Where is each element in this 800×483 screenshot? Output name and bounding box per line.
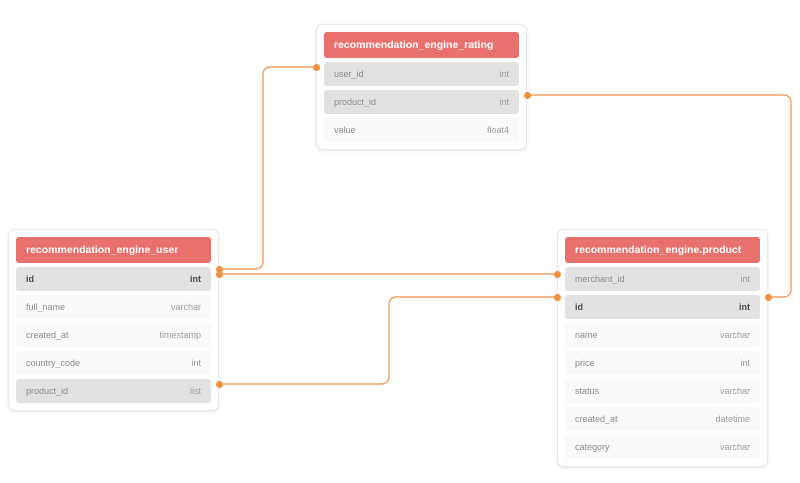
column-type: int <box>191 358 201 368</box>
column-row[interactable]: status varchar <box>565 379 760 403</box>
column-name: full_name <box>26 302 66 312</box>
column-row[interactable]: user_id int <box>324 62 519 86</box>
column-name: country_code <box>26 358 81 368</box>
connector-port[interactable] <box>312 63 320 71</box>
column-name: created_at <box>26 330 69 340</box>
connector-port[interactable] <box>553 270 561 278</box>
column-name: merchant_id <box>575 274 625 284</box>
column-type: varchar <box>719 330 750 340</box>
column-type: int <box>499 69 509 79</box>
column-type: int <box>499 97 509 107</box>
column-row[interactable]: created_at timestamp <box>16 323 211 347</box>
column-row[interactable]: id int <box>16 267 211 291</box>
table-title-rating: recommendation_engine_rating <box>324 32 519 58</box>
column-name: price <box>575 358 595 368</box>
column-name: created_at <box>575 414 618 424</box>
table-card-product[interactable]: recommendation_engine.product merchant_id… <box>557 229 768 467</box>
connector-port[interactable] <box>764 293 772 301</box>
column-name: status <box>575 386 600 396</box>
column-row[interactable]: product_id list <box>16 379 211 403</box>
column-row[interactable]: product_id int <box>324 90 519 114</box>
column-row[interactable]: value float4 <box>324 118 519 142</box>
column-row[interactable]: country_code int <box>16 351 211 375</box>
table-title-user: recommendation_engine_user <box>16 237 211 263</box>
column-type: varchar <box>719 442 750 452</box>
column-type: int <box>740 274 750 284</box>
column-name: id <box>26 274 34 284</box>
column-type: float4 <box>486 125 509 135</box>
column-row[interactable]: full_name varchar <box>16 295 211 319</box>
column-row[interactable]: price int <box>565 351 760 375</box>
column-name: product_id <box>334 97 377 107</box>
column-name: name <box>575 330 598 340</box>
column-name: user_id <box>334 69 364 79</box>
column-type: int <box>190 274 201 284</box>
column-type: timestamp <box>159 330 201 340</box>
column-name: value <box>334 125 356 135</box>
column-type: int <box>739 302 750 312</box>
column-name: category <box>575 442 610 452</box>
column-row[interactable]: created_at datetime <box>565 407 760 431</box>
column-row[interactable]: category varchar <box>565 435 760 459</box>
connector-port[interactable] <box>215 380 223 388</box>
column-row[interactable]: name varchar <box>565 323 760 347</box>
column-type: datetime <box>715 414 750 424</box>
column-row[interactable]: id int <box>565 295 760 319</box>
connector-port[interactable] <box>553 293 561 301</box>
column-type: varchar <box>170 302 201 312</box>
connector-port[interactable] <box>215 270 223 278</box>
table-title-product: recommendation_engine.product <box>565 237 760 263</box>
connector-port[interactable] <box>523 91 531 99</box>
column-name: product_id <box>26 386 69 396</box>
column-type: list <box>190 386 201 396</box>
relationship-edge <box>218 66 317 270</box>
column-type: int <box>740 358 750 368</box>
column-row[interactable]: merchant_id int <box>565 267 760 291</box>
relationship-edge <box>218 296 558 385</box>
column-name: id <box>575 302 583 312</box>
column-type: varchar <box>719 386 750 396</box>
